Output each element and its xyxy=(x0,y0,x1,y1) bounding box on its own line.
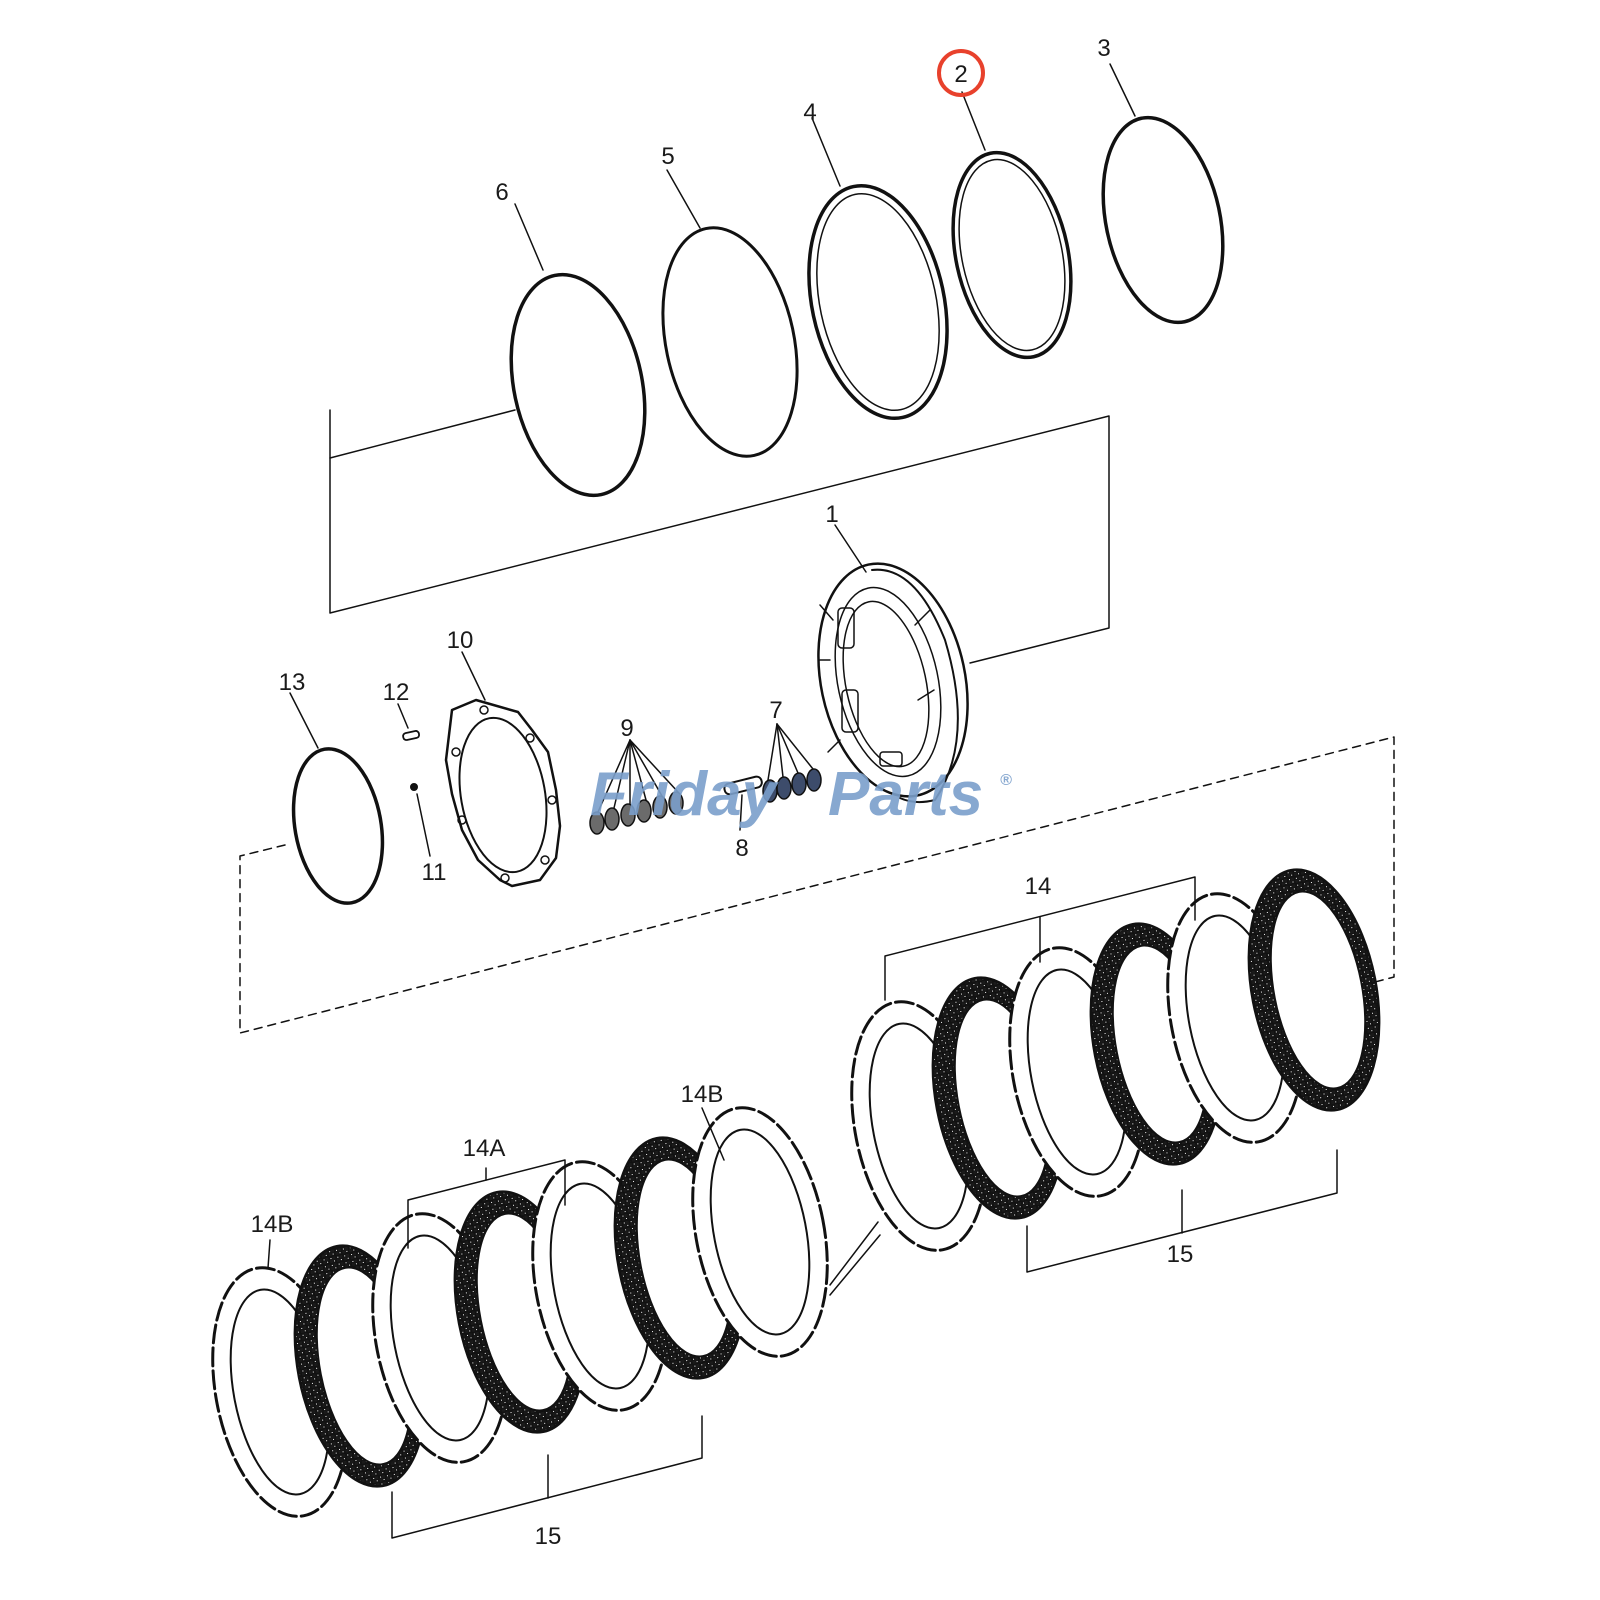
leaders-7 xyxy=(767,723,814,781)
callout-11[interactable]: 11 xyxy=(422,859,447,886)
leader-14b-left xyxy=(267,1239,271,1269)
leader-12 xyxy=(397,703,409,729)
bracket-15-left xyxy=(391,1415,703,1539)
callout-12[interactable]: 12 xyxy=(383,679,410,706)
bracket-14a xyxy=(407,1159,566,1249)
callout-8[interactable]: 8 xyxy=(735,835,748,862)
callout-15-left[interactable]: 15 xyxy=(535,1523,562,1550)
o-ring-13[interactable] xyxy=(282,742,394,911)
watermark-text-parts: Parts xyxy=(828,760,983,829)
callout-5[interactable]: 5 xyxy=(661,143,674,170)
leader-11 xyxy=(416,793,431,857)
callout-14b-left[interactable]: 14B xyxy=(251,1211,294,1238)
watermark-logo: Friday Parts ® xyxy=(590,760,1012,829)
steel-plate-14b xyxy=(691,1106,829,1358)
disc-pack-left[interactable] xyxy=(193,1096,847,1528)
callout-9[interactable]: 9 xyxy=(620,715,633,742)
friction-disc xyxy=(1247,868,1381,1112)
ring-6[interactable] xyxy=(492,262,664,508)
ring-4[interactable] xyxy=(789,173,967,431)
pin-12[interactable] xyxy=(402,730,420,741)
callout-4[interactable]: 4 xyxy=(803,99,816,126)
leader-1 xyxy=(834,524,867,573)
watermark-registered-mark: ® xyxy=(1000,772,1012,789)
callout-7[interactable]: 7 xyxy=(769,697,782,724)
pack-connector xyxy=(829,1221,881,1296)
ring-5[interactable] xyxy=(643,215,816,469)
callout-14-right[interactable]: 14 xyxy=(1025,873,1052,900)
bracket-14-right xyxy=(884,876,1196,1001)
callout-15-right[interactable]: 15 xyxy=(1167,1241,1194,1268)
leaders-9 xyxy=(597,739,679,813)
callout-13[interactable]: 13 xyxy=(279,669,306,696)
top-ring-leaders xyxy=(514,63,1136,271)
watermark-text-friday: Friday xyxy=(590,760,780,829)
middle-group-dashed-bracket xyxy=(239,736,1395,1034)
leader-14b-mid xyxy=(701,1107,725,1161)
piston-1[interactable] xyxy=(798,550,988,811)
leader-10 xyxy=(461,651,486,701)
bracket-15-right xyxy=(1026,1149,1338,1273)
callout-labels: 3 2 4 5 6 1 10 13 12 7 9 8 11 14 14B 14A… xyxy=(251,35,1194,1550)
callout-10[interactable]: 10 xyxy=(447,627,474,654)
leader-8 xyxy=(739,794,743,831)
springs-9[interactable] xyxy=(589,791,684,835)
callout-3[interactable]: 3 xyxy=(1097,35,1110,62)
plate-10[interactable] xyxy=(444,698,562,888)
top-group-bracket xyxy=(329,409,1110,664)
ring-2[interactable] xyxy=(936,142,1089,369)
pin-8[interactable] xyxy=(723,775,763,796)
callout-2[interactable]: 2 xyxy=(954,61,967,88)
ring-3[interactable] xyxy=(1086,106,1241,333)
ball-11[interactable] xyxy=(410,783,418,791)
springs-7[interactable] xyxy=(762,768,822,803)
disc-pack-right[interactable] xyxy=(832,858,1398,1261)
callout-14b-mid[interactable]: 14B xyxy=(681,1081,724,1108)
callout-14a[interactable]: 14A xyxy=(463,1135,506,1162)
leader-13 xyxy=(289,692,319,749)
highlight-circle-callout-2 xyxy=(937,49,985,97)
callout-1[interactable]: 1 xyxy=(825,501,838,528)
callout-6[interactable]: 6 xyxy=(495,179,508,206)
